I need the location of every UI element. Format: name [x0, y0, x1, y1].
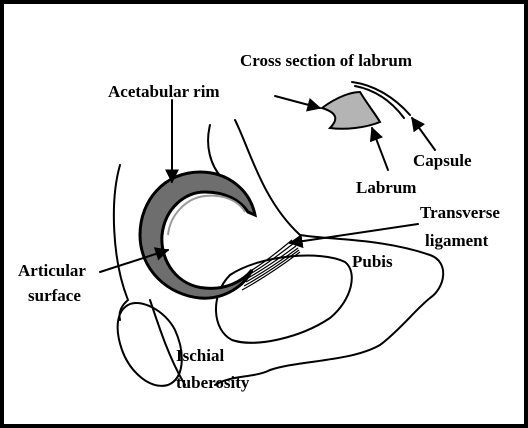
label-ligament: ligament — [425, 231, 489, 250]
label-surface: surface — [28, 286, 81, 305]
labrum-cross-section — [322, 92, 380, 129]
obturator-foramen — [216, 256, 352, 343]
inner-bone-line — [208, 125, 222, 178]
label-capsule: Capsule — [413, 151, 472, 170]
ischial-tuberosity-shape — [118, 303, 182, 386]
arrow-capsule — [412, 118, 435, 150]
arrow-cross-section — [275, 96, 320, 108]
arrow-labrum — [372, 128, 388, 170]
label-articular: Articular — [18, 261, 86, 280]
label-labrum: Labrum — [356, 178, 416, 197]
label-cross-section: Cross section of labrum — [240, 51, 412, 70]
label-tuberosity: tuberosity — [176, 373, 250, 392]
label-pubis: Pubis — [352, 252, 393, 271]
label-ischial: Ischial — [176, 346, 224, 365]
articular-surface-shape — [140, 172, 255, 298]
label-acetabular-rim: Acetabular rim — [108, 82, 220, 101]
label-transverse: Transverse — [420, 203, 500, 222]
